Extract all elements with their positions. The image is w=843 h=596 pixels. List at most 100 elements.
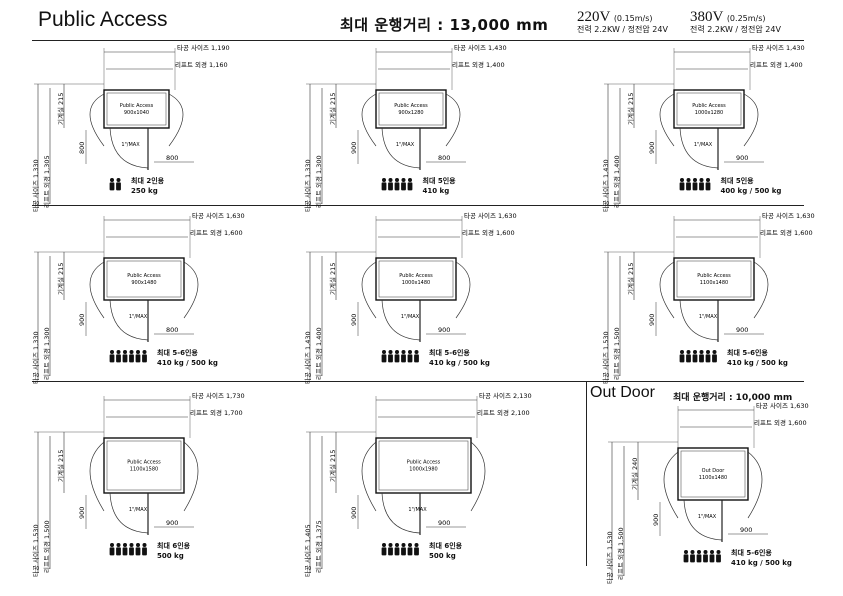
door-width-label: 900 (438, 519, 450, 527)
person-icon (395, 350, 399, 354)
people-icons (381, 350, 419, 363)
door-swing-left (659, 93, 675, 147)
lift-height-label: 리프트 외경 1,300 (315, 155, 323, 208)
person-icon (712, 350, 717, 354)
door-depth-label: 900 (78, 506, 86, 519)
person-icon (135, 547, 141, 556)
person-icon (408, 543, 412, 547)
person-icon (706, 350, 710, 354)
person-icon (693, 178, 697, 182)
person-icon (109, 354, 115, 363)
hole-height-label: 타공 사이즈 1,330 (304, 159, 312, 212)
hole-height-label: 타공 사이즈 1,430 (602, 159, 610, 212)
speed-220-label: (0.15m/s) (613, 14, 653, 23)
door-width-label: 900 (736, 154, 748, 162)
lift-height-label: 리프트 외경 1,500 (613, 327, 621, 380)
lift-height-label: 리프트 외경 1,400 (613, 155, 621, 208)
machine-room-label: 기계실 215 (329, 449, 337, 482)
hole-width-label: 타공 사이즈 2,130 (479, 391, 532, 400)
door-depth-label: 800 (78, 141, 86, 154)
person-icon (394, 547, 400, 556)
lift-width-label: 리프트 외경 1,600 (190, 228, 243, 237)
capacity-weight: 250 kg (131, 187, 158, 195)
person-icon (699, 354, 704, 363)
door-swing-right (183, 261, 199, 319)
person-icon (703, 550, 708, 554)
max-label: 1"/MAX (129, 314, 148, 320)
lift-shaft (677, 447, 749, 501)
door-width-label: 900 (438, 326, 450, 334)
people-icons (109, 543, 147, 556)
door-swing-arc (679, 299, 719, 341)
hole-width-label: 타공 사이즈 1,630 (762, 211, 815, 220)
car-label: Public Access (120, 103, 154, 109)
person-icon (699, 350, 704, 354)
person-icon (381, 182, 387, 191)
capacity-persons: 최대 5-6인용 (429, 349, 470, 357)
person-icon (395, 178, 399, 182)
person-icon (395, 543, 399, 547)
person-icon (693, 350, 697, 354)
machine-room-label: 기계실 215 (329, 262, 337, 295)
lift-car (106, 92, 167, 126)
capacity-persons: 최대 5인용 (422, 177, 456, 185)
lift-height-label: 리프트 외경 1,305 (43, 155, 51, 208)
capacity-persons: 최대 5-6인용 (157, 349, 198, 357)
person-icon (382, 178, 386, 182)
hole-width-label: 타공 사이즈 1,430 (454, 43, 507, 52)
door-swing-left (361, 261, 377, 319)
lift-shaft (673, 89, 745, 129)
person-icon (388, 182, 393, 191)
max-label: 1"/MAX (396, 142, 415, 148)
lift-shaft (375, 89, 447, 129)
car-label: Public Access (127, 273, 161, 279)
person-icon (705, 182, 711, 191)
person-icon (414, 547, 419, 556)
person-icon (382, 350, 386, 354)
hole-height-label: 타공 사이즈 1,530 (606, 531, 614, 584)
people-icons (381, 178, 413, 191)
door-depth-label: 900 (648, 141, 656, 154)
lift-shaft (375, 437, 472, 494)
person-icon (408, 350, 412, 354)
person-icon (388, 350, 393, 354)
lift-car (680, 450, 746, 498)
door-swing-arc (381, 127, 421, 169)
person-icon (401, 182, 406, 191)
person-icon (699, 182, 704, 191)
person-icon (401, 547, 406, 556)
person-icon (388, 547, 393, 556)
voltage-220-label: 220V (577, 9, 611, 25)
door-depth-label: 900 (648, 313, 656, 326)
door-depth-label: 900 (350, 506, 358, 519)
person-icon (710, 550, 714, 554)
person-icon (142, 350, 147, 354)
car-label: Public Access (127, 460, 161, 466)
person-icon (690, 554, 695, 563)
machine-room-label: 기계실 240 (631, 457, 639, 490)
door-swing-arc (381, 492, 421, 534)
person-icon (116, 350, 121, 354)
max-label: 1"/MAX (408, 507, 427, 513)
door-swing-arc (683, 499, 723, 541)
person-icon (388, 543, 393, 547)
machine-room-label: 기계실 215 (57, 92, 65, 125)
person-icon (129, 354, 134, 363)
person-icon (401, 543, 406, 547)
person-icon (129, 547, 134, 556)
lift-width-label: 리프트 외경 1,600 (462, 228, 515, 237)
power-380-label: 전력 2.2KW / 정전압 24V (690, 25, 781, 34)
person-icon (136, 543, 140, 547)
machine-room-label: 기계실 215 (329, 92, 337, 125)
person-icon (414, 543, 419, 547)
person-icon (388, 178, 393, 182)
person-icon (129, 543, 134, 547)
